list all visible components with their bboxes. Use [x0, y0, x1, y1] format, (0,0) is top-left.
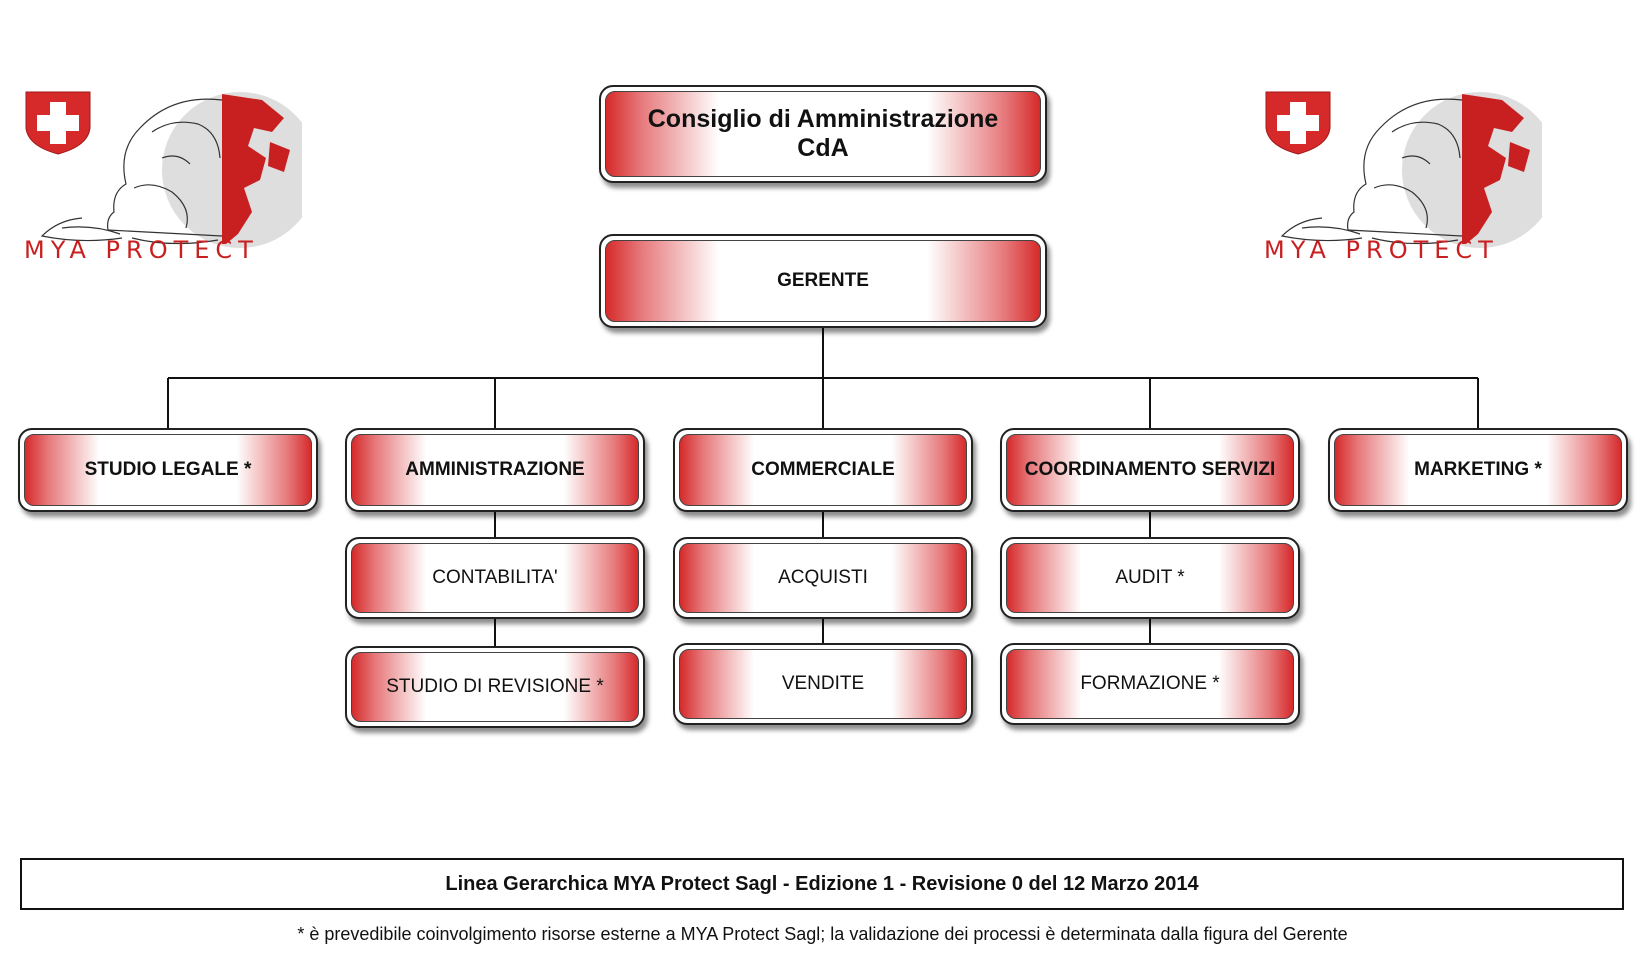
dept-coordinamento-servizi: COORDINAMENTO SERVIZI — [1000, 428, 1300, 512]
dept-amministrazione: AMMINISTRAZIONE — [345, 428, 645, 512]
dept-studio-legale: STUDIO LEGALE * — [18, 428, 318, 512]
footnote: * è prevedibile coinvolgimento risorse e… — [297, 924, 1348, 944]
sub-formazione: FORMAZIONE * — [1000, 643, 1300, 725]
dept-label: MARKETING * — [1414, 459, 1542, 480]
sub-label: FORMAZIONE * — [1080, 673, 1220, 694]
sub-label: ACQUISTI — [778, 567, 868, 588]
dog-illustration — [1280, 98, 1463, 245]
swiss-cross-shield-icon — [1265, 91, 1331, 155]
sub-acquisti: ACQUISTI — [673, 537, 973, 619]
dept-label: STUDIO LEGALE * — [84, 459, 252, 480]
mya-protect-logo-right: MYA PROTECT — [1264, 91, 1542, 264]
logo-text: MYA PROTECT — [24, 236, 259, 264]
sub-vendite: VENDITE — [673, 643, 973, 725]
sub-studio-di-revisione: STUDIO DI REVISIONE * — [345, 646, 645, 728]
sub-label: AUDIT * — [1115, 567, 1185, 588]
dept-label: COMMERCIALE — [751, 459, 895, 480]
footer-title-box: Linea Gerarchica MYA Protect Sagl - Ediz… — [20, 858, 1624, 910]
sub-contabilita: CONTABILITA' — [345, 537, 645, 619]
sub-audit: AUDIT * — [1000, 537, 1300, 619]
mya-protect-logo-left: MYA PROTECT — [24, 91, 302, 264]
dept-marketing: MARKETING * — [1328, 428, 1628, 512]
manager-node: GERENTE — [599, 234, 1047, 328]
dept-label: COORDINAMENTO SERVIZI — [1024, 459, 1276, 480]
logo-text: MYA PROTECT — [1264, 236, 1499, 264]
globe-map-icon — [1402, 92, 1542, 248]
manager-label: GERENTE — [777, 270, 869, 291]
footer-title: Linea Gerarchica MYA Protect Sagl - Ediz… — [445, 872, 1199, 895]
sub-label: VENDITE — [781, 673, 865, 694]
dog-illustration — [40, 98, 223, 245]
board-node: Consiglio di Amministrazione CdA — [599, 85, 1047, 183]
swiss-cross-shield-icon — [25, 91, 91, 155]
sub-label: CONTABILITA' — [432, 567, 558, 588]
board-label: Consiglio di Amministrazione CdA — [647, 105, 999, 162]
globe-map-icon — [162, 92, 302, 248]
dept-commerciale: COMMERCIALE — [673, 428, 973, 512]
sub-label: STUDIO DI REVISIONE * — [386, 676, 604, 697]
dept-label: AMMINISTRAZIONE — [405, 459, 585, 480]
